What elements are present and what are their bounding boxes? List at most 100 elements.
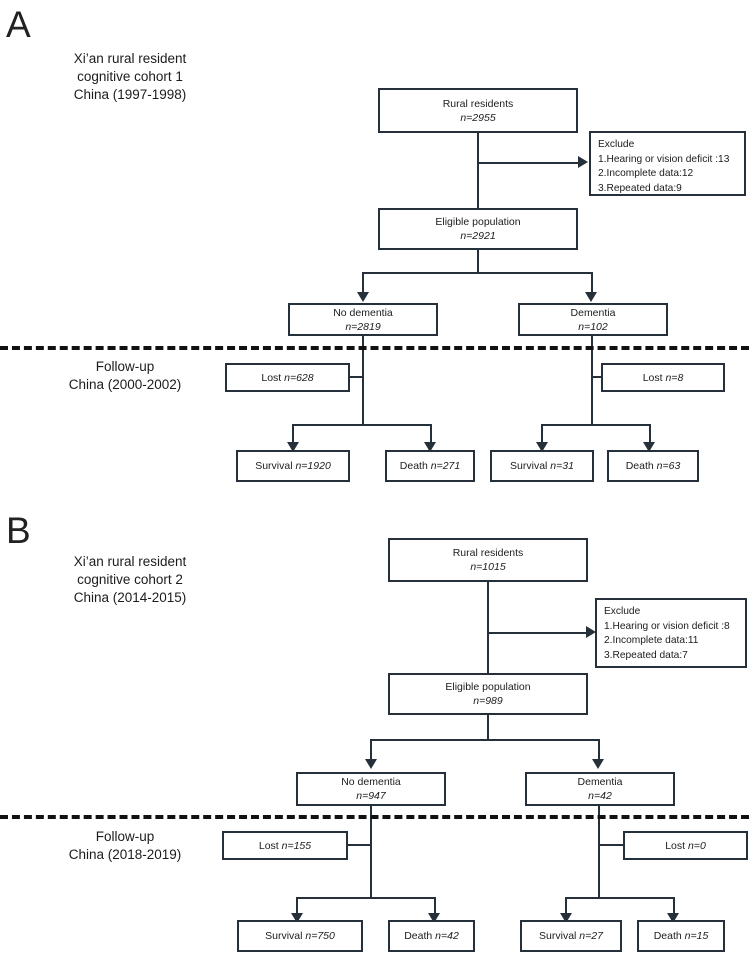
connector-survival-right-a xyxy=(541,424,544,444)
box-label: Survival xyxy=(265,930,306,942)
arrow-down-dementia-b xyxy=(592,759,605,769)
connector-eligible-right-a xyxy=(590,272,593,294)
box-survival-left-a: Survival n=1920 xyxy=(236,450,350,482)
box-n: n=2955 xyxy=(460,111,496,124)
connector-survival-left-b xyxy=(296,897,299,915)
box-exclude-b: Exclude 1.Hearing or vision deficit :8 2… xyxy=(595,598,747,668)
box-label: Survival xyxy=(539,930,580,942)
exclude-item-3: 3.Repeated data:7 xyxy=(604,649,688,661)
connector-eligible-right-b xyxy=(597,739,600,761)
connector-left-split-a xyxy=(292,424,432,427)
arrow-down-no-dementia-a xyxy=(356,292,369,302)
connector-survival-right-b xyxy=(565,897,568,915)
box-n: n=947 xyxy=(356,790,386,802)
arrow-right-exclude-b xyxy=(586,626,596,638)
box-survival-right-b: Survival n=27 xyxy=(520,920,622,952)
connector-no-dementia-spine-b xyxy=(369,806,373,899)
arrow-down-death-right-b xyxy=(667,913,680,923)
box-n: n=42 xyxy=(435,930,459,942)
box-eligible-population-a: Eligible population n=2921 xyxy=(378,208,578,250)
box-lost-right-b: Lost n=0 xyxy=(623,831,748,860)
arrow-down-dementia-a xyxy=(585,292,598,302)
exclude-item-3: 3.Repeated data:9 xyxy=(598,182,682,194)
connector-eligible-split-a xyxy=(362,272,593,275)
box-n: n=31 xyxy=(550,460,574,472)
box-n: n=1015 xyxy=(470,561,506,573)
box-title: No dementia xyxy=(333,306,393,319)
followup-label-a: Follow-up China (2000-2002) xyxy=(68,359,182,392)
box-n: n=27 xyxy=(579,930,603,942)
box-label: Death xyxy=(399,460,431,472)
connector-source-to-eligible-b xyxy=(486,582,490,673)
connector-left-split-b xyxy=(296,897,436,900)
connector-no-dementia-spine-a xyxy=(361,336,365,426)
connector-lost-right-b xyxy=(598,844,623,847)
box-n: n=2921 xyxy=(460,230,496,242)
arrow-down-survival-right-b xyxy=(559,913,572,923)
exclude-item-2: 2.Incomplete data:11 xyxy=(604,635,699,646)
connector-right-split-a xyxy=(541,424,651,427)
connector-lost-left-b xyxy=(348,844,370,847)
box-n: n=102 xyxy=(578,320,608,333)
box-death-right-b: Death n=15 xyxy=(637,920,725,952)
box-n: n=0 xyxy=(687,839,706,852)
box-rural-residents-a: Rural residents n=2955 xyxy=(378,88,578,133)
box-death-right-a: Death n=63 xyxy=(607,450,699,482)
box-n: n=63 xyxy=(656,460,681,472)
box-label: Survival xyxy=(255,460,296,472)
arrow-down-death-left-b xyxy=(428,913,441,923)
connector-dementia-spine-a xyxy=(590,336,593,426)
connector-source-to-eligible-a xyxy=(476,133,480,208)
box-death-left-a: Death n=271 xyxy=(385,450,475,482)
exclude-heading: Exclude xyxy=(604,606,641,617)
box-label: Death xyxy=(404,930,436,942)
box-n: n=42 xyxy=(588,790,612,802)
box-rural-residents-b: Rural residents n=1015 xyxy=(388,538,588,582)
connector-death-right-a xyxy=(648,424,651,444)
box-lost-right-a: Lost n=8 xyxy=(601,363,725,392)
arrow-down-death-left-a xyxy=(424,442,437,452)
connector-eligible-left-a xyxy=(362,272,365,294)
box-title: Eligible population xyxy=(445,681,531,693)
box-label: Death xyxy=(625,460,657,472)
box-death-left-b: Death n=42 xyxy=(388,920,475,952)
box-label: Lost xyxy=(261,371,285,384)
connector-eligible-stem-a xyxy=(476,250,480,274)
box-title: Dementia xyxy=(570,306,616,319)
connector-lost-right-a xyxy=(591,376,603,379)
box-title: Eligible population xyxy=(435,216,521,228)
connector-dementia-spine-b xyxy=(597,806,600,899)
box-dementia-a: Dementia n=102 xyxy=(518,303,668,336)
box-title: Rural residents xyxy=(452,547,524,559)
connector-death-right-b xyxy=(672,897,675,915)
box-n: n=2819 xyxy=(345,320,381,333)
exclude-item-2: 2.Incomplete data:12 xyxy=(598,168,694,179)
box-label: Lost xyxy=(258,839,282,852)
arrow-down-no-dementia-b xyxy=(364,759,377,769)
connector-eligible-stem-b xyxy=(486,715,490,741)
box-n: n=8 xyxy=(665,371,684,384)
box-label: Survival xyxy=(510,460,551,472)
box-title: No dementia xyxy=(341,776,401,788)
box-n: n=15 xyxy=(684,930,709,942)
arrow-down-death-right-a xyxy=(643,442,656,452)
box-no-dementia-a: No dementia n=2819 xyxy=(288,303,438,336)
box-exclude-a: Exclude 1.Hearing or vision deficit :13 … xyxy=(589,131,746,196)
connector-right-split-b xyxy=(565,897,675,900)
connector-eligible-left-b xyxy=(370,739,373,761)
exclude-heading: Exclude xyxy=(598,139,635,150)
box-lost-left-a: Lost n=628 xyxy=(225,363,350,392)
connector-eligible-split-b xyxy=(370,739,600,742)
box-no-dementia-b: No dementia n=947 xyxy=(296,772,446,806)
box-lost-left-b: Lost n=155 xyxy=(222,831,348,860)
arrow-down-survival-left-a xyxy=(286,442,299,452)
box-title: Rural residents xyxy=(442,97,514,110)
panel-letter-a: A xyxy=(6,4,31,45)
box-title: Dementia xyxy=(577,776,623,788)
box-n: n=271 xyxy=(430,460,461,472)
box-label: Lost xyxy=(642,371,666,384)
connector-death-left-b xyxy=(433,897,436,915)
cohort-label-a: Xi’an rural resident cognitive cohort 1 … xyxy=(73,51,187,102)
box-survival-left-b: Survival n=750 xyxy=(237,920,363,952)
